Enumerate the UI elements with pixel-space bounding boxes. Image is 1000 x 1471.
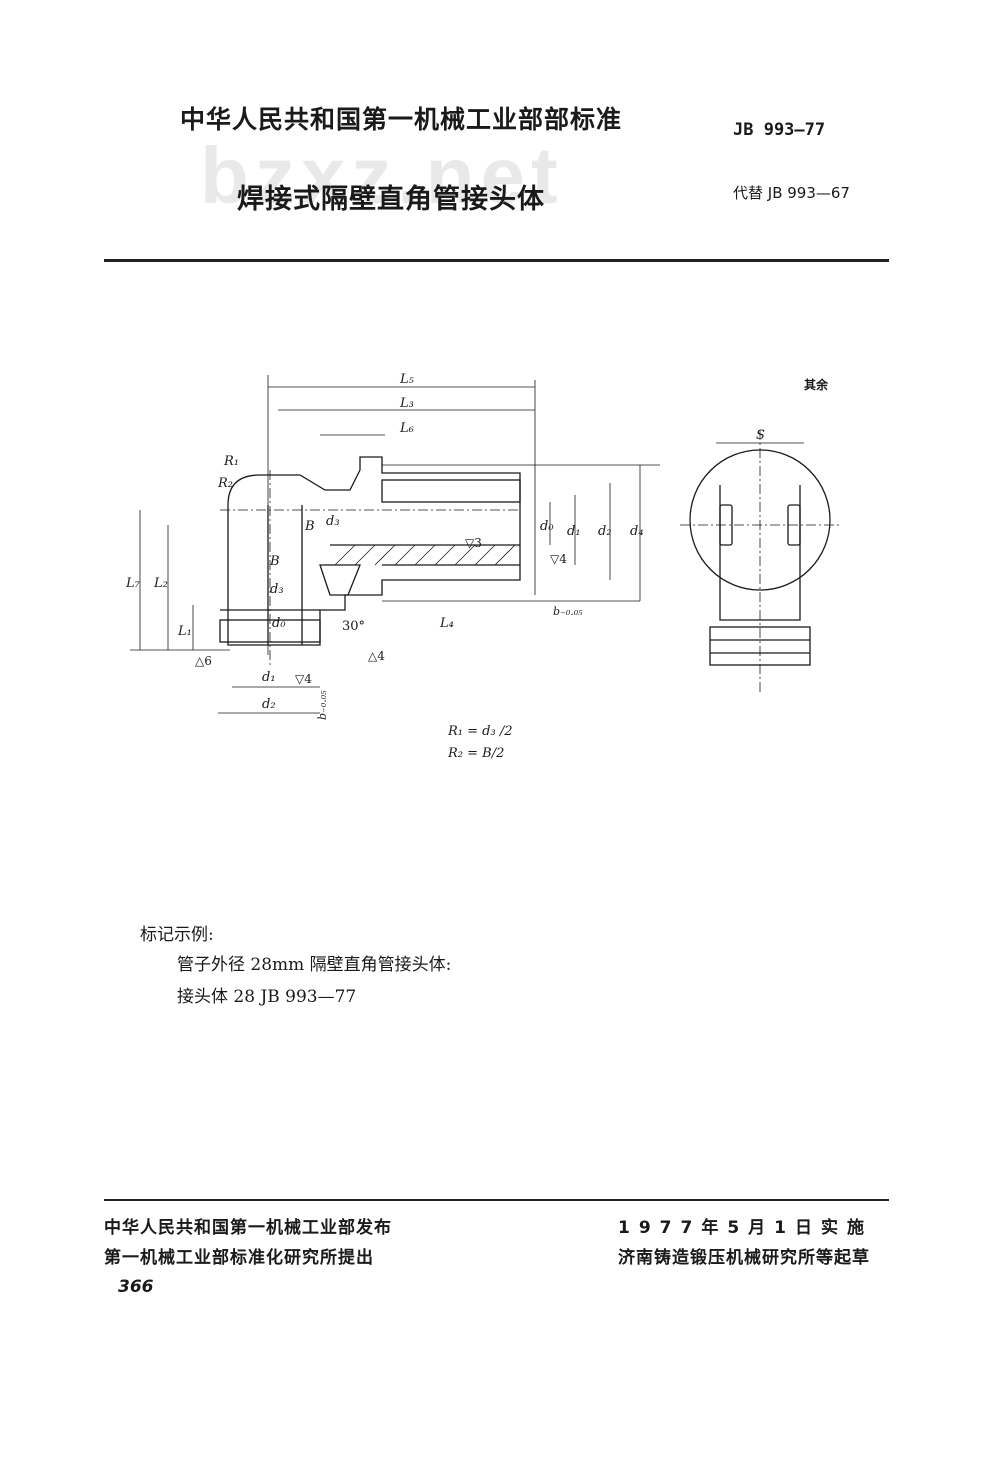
- roughness-symbols: ▽3 ▽4 ▽4 △4 △6 其余: [195, 377, 829, 686]
- marking-example-line1: 管子外径 28mm 隔壁直角管接头体:: [177, 955, 452, 975]
- formula-r1: R₁ = d₃ /2: [447, 724, 512, 739]
- formula-r2: R₂ = B/2: [447, 746, 504, 761]
- label-b-tolerance-lower: b₋₀.₀₅: [316, 690, 329, 720]
- dimension-labels: L₅ L₃ L₆ L₄ L₇ L₂ L₁ R₁ R₂ B B d₃ d₃ d₀ …: [125, 372, 765, 720]
- roughness-3: ▽3: [465, 536, 482, 550]
- section-hatching: [334, 544, 516, 566]
- label-l4: L₄: [439, 616, 454, 631]
- publisher: 中华人民共和国第一机械工业部发布: [104, 1218, 392, 1238]
- marking-example-line2: 接头体 28 JB 993—77: [177, 987, 357, 1007]
- label-b-horizontal: B: [269, 554, 280, 569]
- org-title: 中华人民共和国第一机械工业部部标准: [180, 105, 623, 134]
- label-d0: d₀: [540, 519, 554, 534]
- dimension-lines: [130, 375, 660, 714]
- footer-divider: [104, 1199, 889, 1201]
- page-number: 366: [118, 1277, 154, 1297]
- proposer: 第一机械工业部标准化研究所提出: [104, 1248, 374, 1268]
- label-l7: L₇: [125, 576, 141, 591]
- label-d2: d₂: [598, 524, 612, 539]
- label-r2: R₂: [217, 476, 233, 491]
- label-d1-lower: d₁: [262, 670, 276, 685]
- label-d3: d₃: [326, 514, 340, 529]
- effective-date: 1977年5月1日实施: [618, 1218, 873, 1238]
- label-d2-lower: d₂: [262, 697, 276, 712]
- front-view: [219, 456, 521, 665]
- label-d3-lower: d₃: [270, 582, 284, 597]
- label-d0-lower: d₀: [272, 616, 286, 631]
- side-view: [680, 430, 840, 695]
- header-divider: [104, 259, 889, 262]
- roughness-4-lower: ▽4: [295, 672, 312, 686]
- label-d1: d₁: [567, 524, 581, 539]
- watermark: bzxz.net: [200, 131, 564, 220]
- label-angle: 30°: [342, 619, 365, 634]
- label-l6: L₆: [399, 421, 414, 436]
- technical-drawing: L₅ L₃ L₆ L₄ L₇ L₂ L₁ R₁ R₂ B B d₃ d₃ d₀ …: [125, 372, 840, 761]
- label-d4: d₄: [630, 524, 644, 539]
- label-b-tolerance: b₋₀.₀₅: [553, 605, 583, 618]
- label-l5: L₅: [399, 372, 415, 387]
- label-s: S: [756, 428, 765, 443]
- label-l1: L₁: [177, 624, 192, 639]
- label-l2: L₂: [153, 576, 168, 591]
- triangle-4-lower: △4: [368, 649, 385, 663]
- document-title: 焊接式隔壁直角管接头体: [237, 184, 545, 215]
- triangle-6-lower: △6: [195, 654, 212, 668]
- label-r1: R₁: [223, 454, 239, 469]
- roughness-note: 其余: [804, 377, 829, 392]
- drafter: 济南铸造锻压机械研究所等起草: [618, 1248, 870, 1268]
- replaces-note: 代替 JB 993—67: [733, 184, 850, 202]
- standard-number: JB 993—77: [733, 120, 826, 140]
- marking-example-heading: 标记示例:: [140, 925, 214, 945]
- roughness-4: ▽4: [550, 552, 567, 566]
- label-b-vertical: B: [304, 519, 315, 534]
- radius-formulas: R₁ = d₃ /2 R₂ = B/2: [447, 724, 512, 761]
- label-l3: L₃: [399, 396, 414, 411]
